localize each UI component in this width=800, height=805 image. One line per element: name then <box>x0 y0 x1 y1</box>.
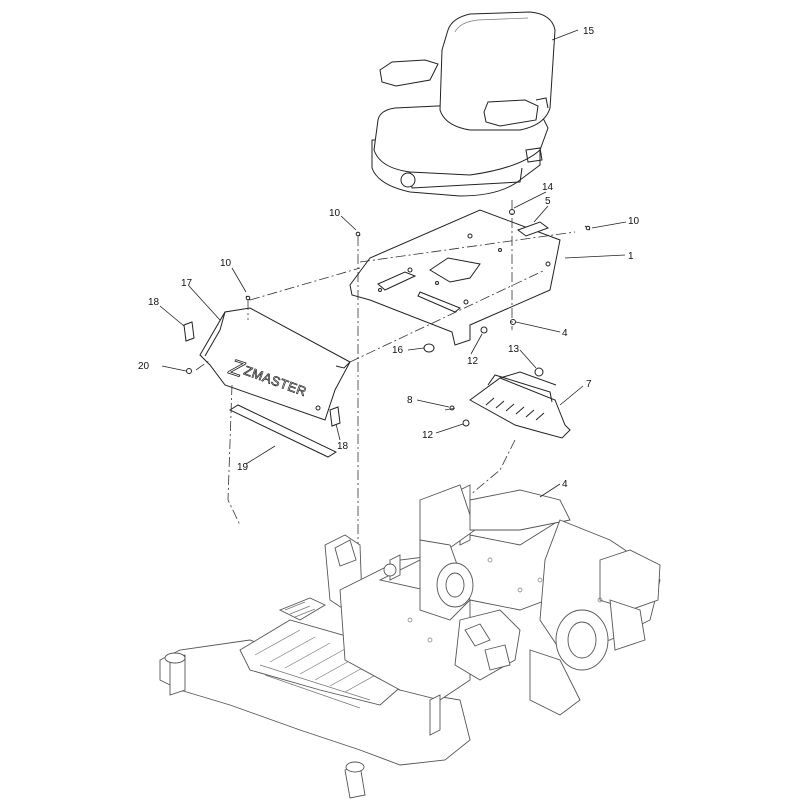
grommet-13 <box>534 367 544 377</box>
reflector-strip-19 <box>228 404 338 458</box>
callout-10-left: 10 <box>220 258 232 269</box>
callout-17: 17 <box>181 278 193 289</box>
screw-8 <box>449 405 455 411</box>
callout-4-upper: 4 <box>562 328 568 339</box>
foot-plate-bracket <box>469 371 571 439</box>
callout-4-lower: 4 <box>562 479 568 490</box>
seat-mounting-plate <box>349 209 561 346</box>
mower-chassis-frame <box>159 484 661 799</box>
callout-10-center: 10 <box>329 208 341 219</box>
callout-20: 20 <box>138 361 150 372</box>
callout-8: 8 <box>407 395 413 406</box>
label-5 <box>516 221 550 237</box>
leader-lines <box>159 29 627 498</box>
callout-16: 16 <box>392 345 404 356</box>
nut-4-upper <box>510 319 516 325</box>
callout-18-right: 18 <box>337 441 349 452</box>
hardware-items <box>186 209 591 501</box>
callout-10-right: 10 <box>628 216 640 227</box>
callout-labels: 15 14 5 10 10 10 1 17 18 18 20 4 4 16 12… <box>138 26 640 490</box>
screw-10-right <box>585 225 591 231</box>
screw-10-center <box>355 231 361 237</box>
seat-assembly <box>371 11 556 197</box>
callout-12-upper: 12 <box>467 356 479 367</box>
callout-14: 14 <box>542 182 554 193</box>
washer-12-upper <box>480 326 488 334</box>
callout-12-lower: 12 <box>422 430 434 441</box>
decal-18-left <box>183 321 195 342</box>
decal-18-right <box>329 406 341 427</box>
callout-5: 5 <box>545 196 551 207</box>
callout-15: 15 <box>583 26 595 37</box>
rivet-20 <box>186 368 192 374</box>
callout-1: 1 <box>628 251 634 262</box>
callout-19: 19 <box>237 462 249 473</box>
callout-13: 13 <box>508 344 520 355</box>
washer-12-lower <box>462 419 470 427</box>
assembly-centerlines <box>195 200 576 560</box>
callout-7: 7 <box>586 379 592 390</box>
bumper-16 <box>423 343 435 353</box>
seat-cover-shroud: Z ZMASTER <box>199 307 351 421</box>
screw-10-left <box>245 295 251 301</box>
callout-18-left: 18 <box>148 297 160 308</box>
